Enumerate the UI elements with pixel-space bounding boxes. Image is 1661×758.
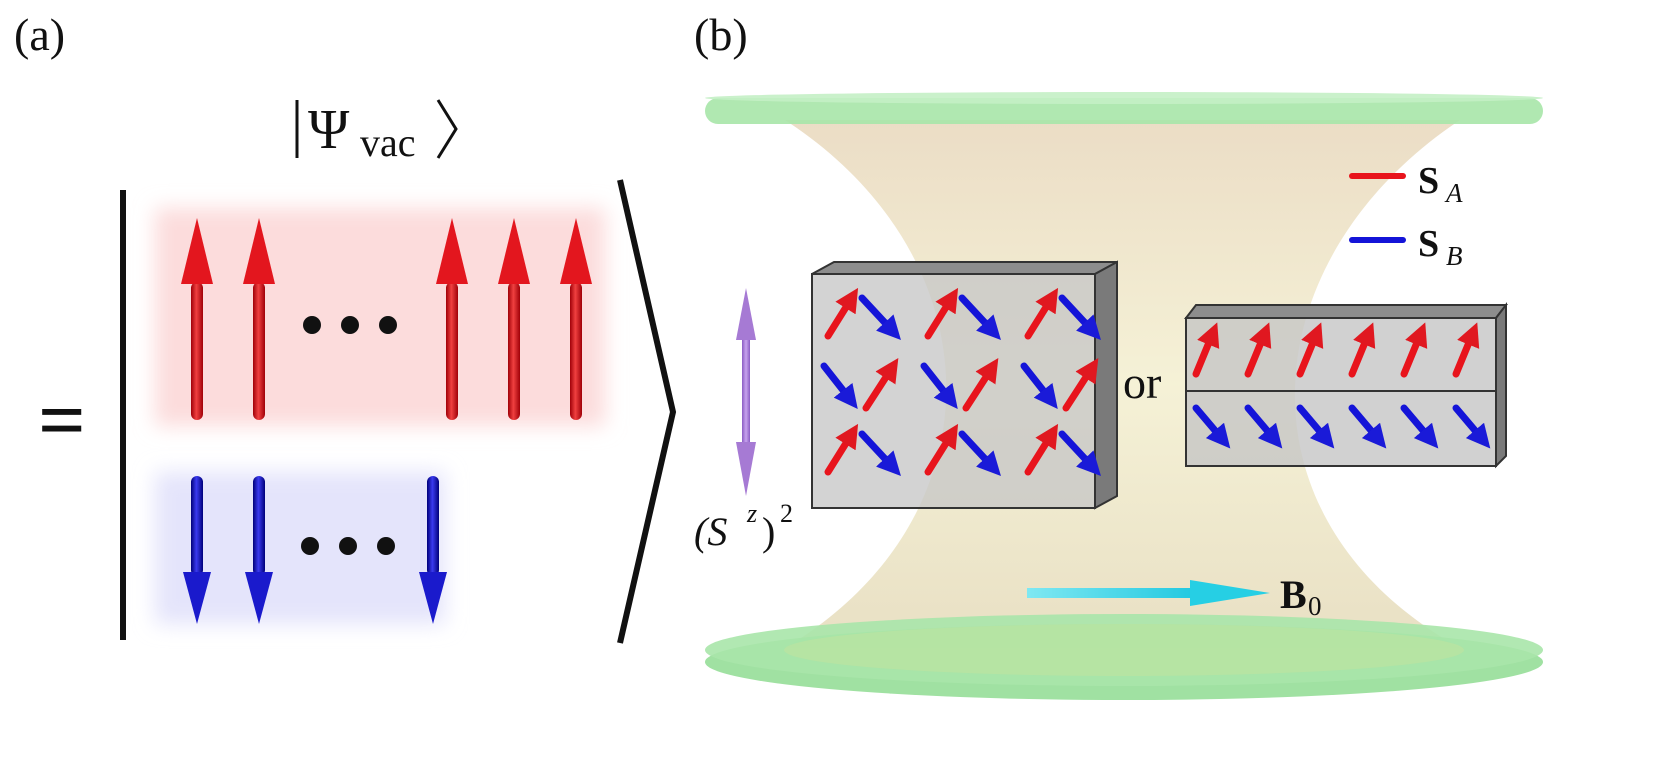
spin-a-arrow bbox=[962, 358, 999, 412]
spin-down-arrow bbox=[245, 476, 273, 624]
spin-up-arrow bbox=[243, 218, 275, 420]
spin-a-arrow bbox=[1062, 358, 1099, 412]
panel-b: S A S B (S z ) 2 bbox=[694, 92, 1543, 700]
anisotropy-base: (S bbox=[694, 509, 727, 554]
spin-up-row bbox=[181, 218, 592, 420]
spin-b-arrow bbox=[1244, 404, 1283, 449]
spin-a-arrow bbox=[1452, 322, 1480, 378]
spin-b-arrow bbox=[1192, 404, 1231, 449]
spin-a-arrow bbox=[1024, 287, 1059, 340]
or-text: or bbox=[1123, 357, 1161, 408]
ket-right-angle bbox=[617, 179, 677, 644]
panel-a-label: (a) bbox=[14, 9, 66, 60]
checkerboard-spins bbox=[820, 287, 1101, 476]
spin-b-arrow bbox=[1348, 404, 1387, 449]
spin-b-arrow bbox=[1058, 430, 1101, 476]
legend-symbol-b: S bbox=[1418, 223, 1439, 265]
spin-b-arrow bbox=[858, 294, 901, 340]
spin-a-arrow bbox=[1244, 322, 1272, 378]
panel-b-label: (b) bbox=[694, 9, 748, 60]
layered-sample bbox=[1183, 302, 1509, 469]
spin-b-arrow bbox=[858, 430, 901, 476]
legend-subscript-b: B bbox=[1446, 241, 1463, 271]
spin-b-arrow bbox=[1400, 404, 1439, 449]
spin-down-arrow bbox=[183, 476, 211, 624]
spin-a-arrow bbox=[1400, 322, 1428, 378]
legend-subscript-a: A bbox=[1444, 178, 1463, 208]
spin-a-arrow bbox=[862, 358, 899, 412]
spin-b-arrow bbox=[958, 430, 1001, 476]
spin-up-arrow bbox=[436, 218, 468, 420]
spin-up-background bbox=[155, 208, 605, 426]
cavity-mode bbox=[785, 120, 1460, 648]
spin-a-arrow bbox=[1296, 322, 1324, 378]
spin-b-arrow bbox=[820, 362, 858, 409]
spin-a-arrow bbox=[1348, 322, 1376, 378]
anisotropy-power: 2 bbox=[780, 499, 793, 528]
checkerboard-sample bbox=[811, 260, 1118, 510]
legend-item-sa: S A bbox=[1349, 160, 1463, 208]
legend: S A S B bbox=[1349, 160, 1463, 271]
spin-b-arrow bbox=[1296, 404, 1335, 449]
spin-down-arrow bbox=[419, 476, 447, 624]
ellipsis-top bbox=[303, 316, 397, 334]
anisotropy-close: ) bbox=[762, 509, 775, 554]
spin-b-arrow bbox=[1452, 404, 1491, 449]
equals-sign: = bbox=[38, 374, 86, 467]
anisotropy-sup: z bbox=[746, 499, 757, 528]
field-label: B 0 bbox=[1280, 572, 1322, 621]
ket-vac-label: Ψ vac bbox=[295, 99, 458, 165]
spin-a-arrow bbox=[824, 287, 859, 340]
spin-a-arrow bbox=[824, 423, 859, 476]
svg-text:(S: (S bbox=[694, 509, 727, 554]
spin-a-arrow bbox=[924, 423, 959, 476]
anisotropy-double-arrow bbox=[736, 288, 756, 496]
layered-spins bbox=[1192, 322, 1491, 449]
spin-b-arrow bbox=[958, 294, 1001, 340]
spin-a-arrow bbox=[1024, 423, 1059, 476]
spin-b-arrow bbox=[920, 362, 958, 409]
panel-a: Ψ vac = bbox=[38, 99, 677, 644]
spin-a-arrow bbox=[924, 287, 959, 340]
field-subscript: 0 bbox=[1308, 591, 1322, 621]
spin-up-arrow bbox=[181, 218, 213, 420]
spin-b-arrow bbox=[1058, 294, 1101, 340]
spin-down-row bbox=[183, 476, 447, 624]
field-symbol: B bbox=[1280, 572, 1307, 617]
field-arrow bbox=[1027, 580, 1270, 606]
legend-item-sb: S B bbox=[1349, 223, 1463, 271]
legend-symbol-a: S bbox=[1418, 160, 1439, 202]
ket-subscript: vac bbox=[360, 120, 416, 165]
spin-up-arrow bbox=[560, 218, 592, 420]
bottom-mirror bbox=[705, 614, 1543, 700]
ellipsis-bottom bbox=[301, 537, 395, 555]
top-mirror bbox=[705, 92, 1543, 124]
anisotropy-label: (S z ) 2 bbox=[694, 499, 793, 554]
spin-b-arrow bbox=[1020, 362, 1058, 409]
spin-up-arrow bbox=[498, 218, 530, 420]
spin-a-arrow bbox=[1192, 322, 1220, 378]
ket-symbol: Ψ bbox=[308, 99, 350, 161]
